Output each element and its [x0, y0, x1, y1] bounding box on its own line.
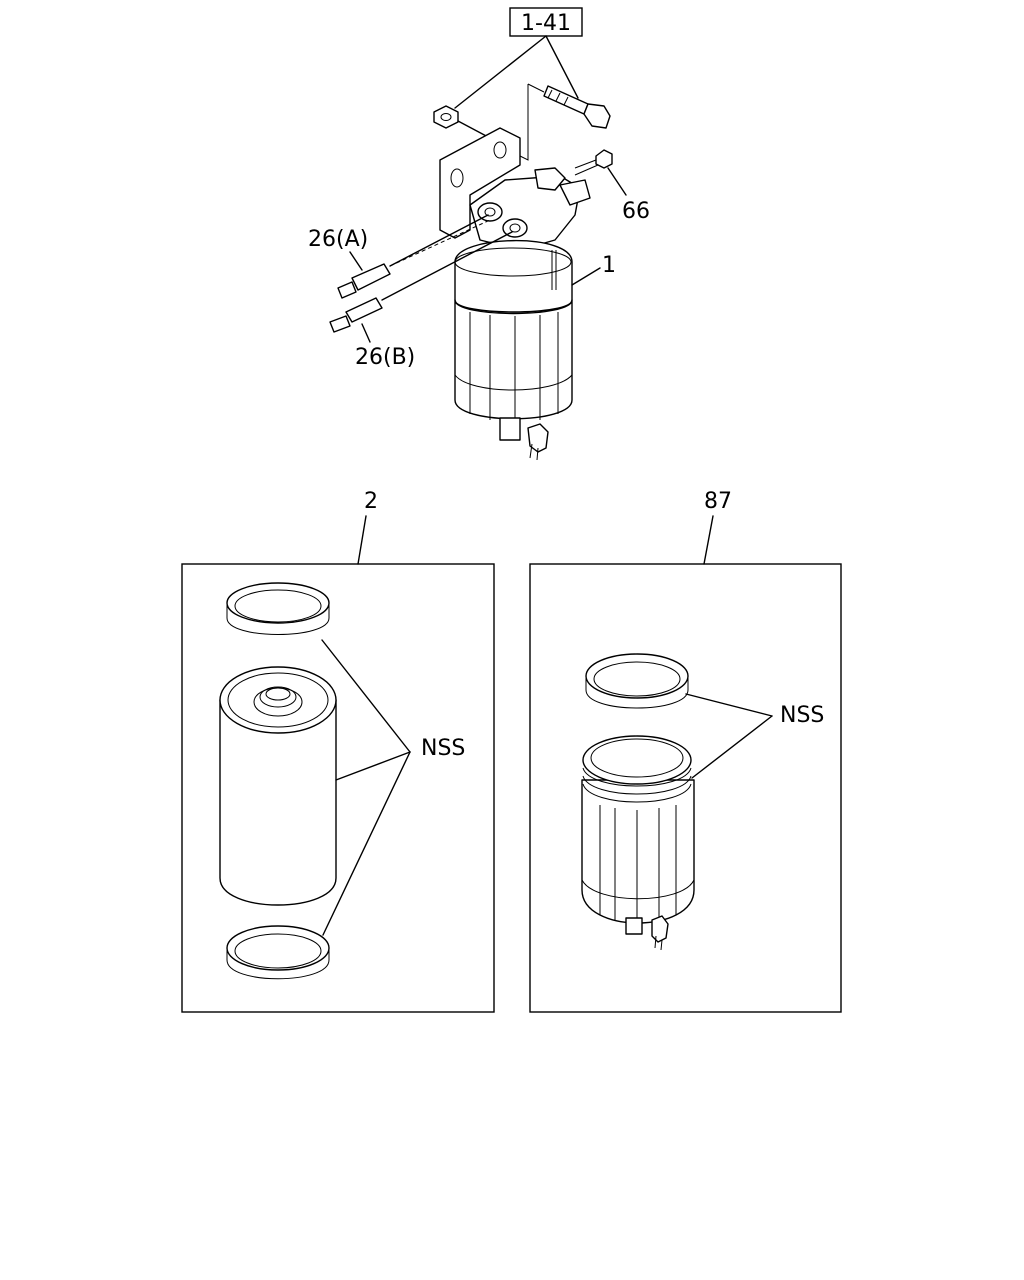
sediment-bowl	[581, 735, 695, 951]
hose-connector-26b: 26(B)	[329, 231, 513, 370]
nss-right-label: NSS	[780, 703, 824, 728]
filter-element	[219, 666, 337, 906]
seal-ring-top	[226, 582, 330, 635]
ref-box-label: 1-41	[521, 11, 571, 36]
mounting-bolt	[519, 83, 611, 161]
part-1-label: 1	[602, 253, 616, 278]
nss-left-label: NSS	[421, 736, 465, 761]
panel-part-2-filter-element: 2 NSS	[181, 489, 495, 1013]
mounting-bracket	[439, 127, 521, 239]
seal-ring-bottom	[226, 925, 330, 980]
hose-connector-26a: 26(A)	[308, 214, 491, 299]
part-87-label: 87	[704, 489, 732, 514]
filter-bowl-assembly: 1	[454, 239, 616, 461]
part-2-label: 2	[364, 489, 378, 514]
flange-nut	[433, 105, 491, 139]
part-26b-label: 26(B)	[355, 345, 415, 370]
reference-callout-1-41: 1-41	[454, 7, 583, 109]
panel-part-87-bowl: 87 NSS	[529, 489, 842, 1013]
part-66-label: 66	[622, 199, 650, 224]
bleed-screw: 66	[574, 149, 650, 224]
part-26a-label: 26(A)	[308, 227, 368, 252]
bowl-seal-ring	[585, 653, 689, 709]
